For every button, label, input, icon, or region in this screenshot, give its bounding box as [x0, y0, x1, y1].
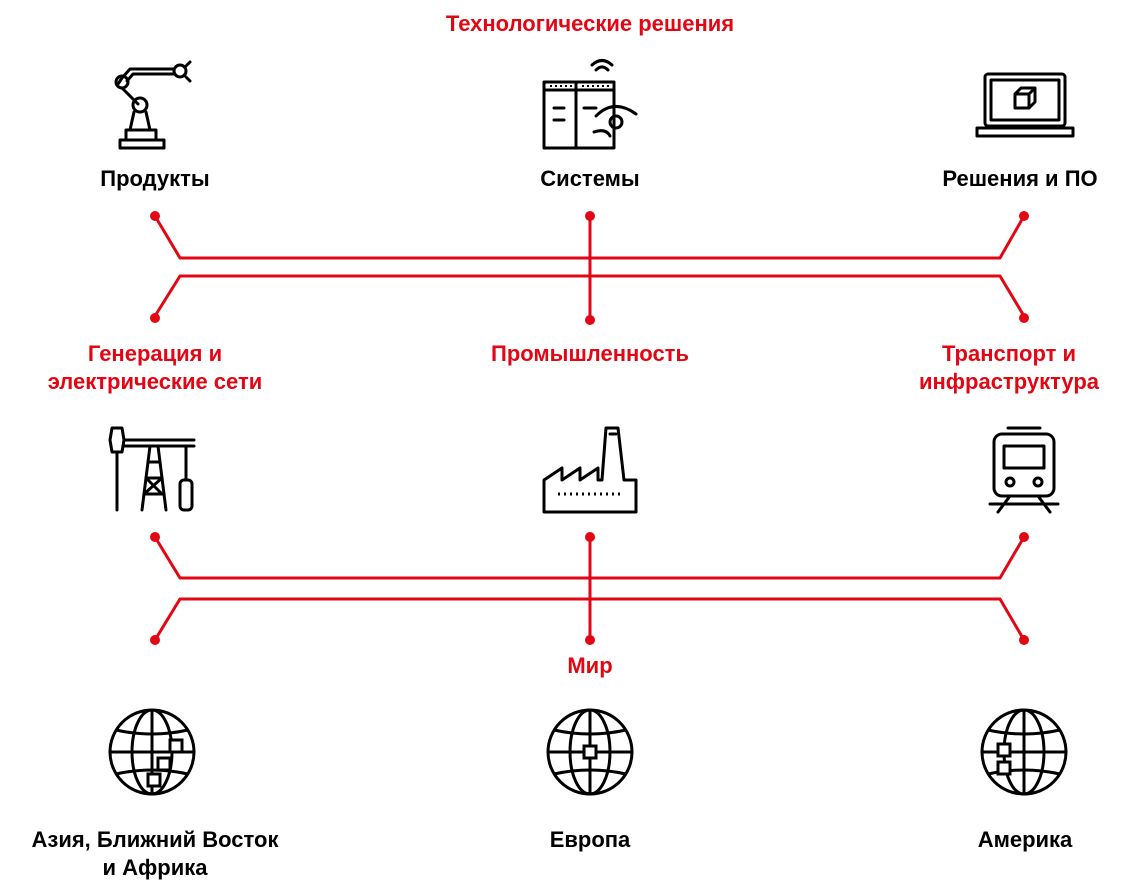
node-dot — [585, 211, 595, 221]
node-dot — [1019, 635, 1029, 645]
train-icon — [988, 426, 1060, 514]
label-asia-line2: и Африка — [102, 854, 208, 880]
technology-title: Технологические решения — [445, 11, 735, 36]
label-europe: Европа — [549, 827, 631, 852]
node-dot — [150, 313, 160, 323]
factory-icon — [542, 426, 638, 514]
globe-icon — [108, 708, 196, 796]
label-asia-line1: Азия, Ближний Восток — [31, 827, 279, 852]
node-dot — [150, 211, 160, 221]
robot-arm-icon — [114, 60, 192, 150]
label-asia-middle-east-africa: Азия, Ближний Восток и Африка — [0, 826, 310, 881]
world-title: Мир — [567, 653, 613, 678]
node-dot — [150, 532, 160, 542]
label-transport: Транспорт и инфраструктура — [890, 340, 1128, 395]
label-transport-line2: инфраструктура — [918, 368, 1100, 394]
label-generation: Генерация и электрические сети — [20, 340, 290, 395]
oil-pump-icon — [108, 426, 196, 512]
label-transport-line1: Транспорт и — [941, 341, 1077, 366]
label-products: Продукты — [100, 166, 210, 191]
node-dot — [150, 635, 160, 645]
label-generation-line2: электрические сети — [47, 368, 263, 394]
globe-icon — [546, 708, 634, 796]
control-cabinet-icon — [542, 59, 638, 150]
node-dot — [585, 315, 595, 325]
label-systems: Системы — [540, 166, 640, 191]
node-dot — [585, 635, 595, 645]
node-dot — [1019, 532, 1029, 542]
node-dot — [1019, 313, 1029, 323]
laptop-cube-icon — [975, 72, 1075, 138]
node-dot — [1019, 211, 1029, 221]
label-america: Америка — [977, 827, 1073, 852]
globe-icon — [980, 708, 1068, 796]
node-dot — [585, 532, 595, 542]
label-industry: Промышленность — [491, 341, 689, 366]
label-solutions-software: Решения и ПО — [942, 166, 1098, 191]
label-generation-line1: Генерация и — [87, 341, 223, 366]
